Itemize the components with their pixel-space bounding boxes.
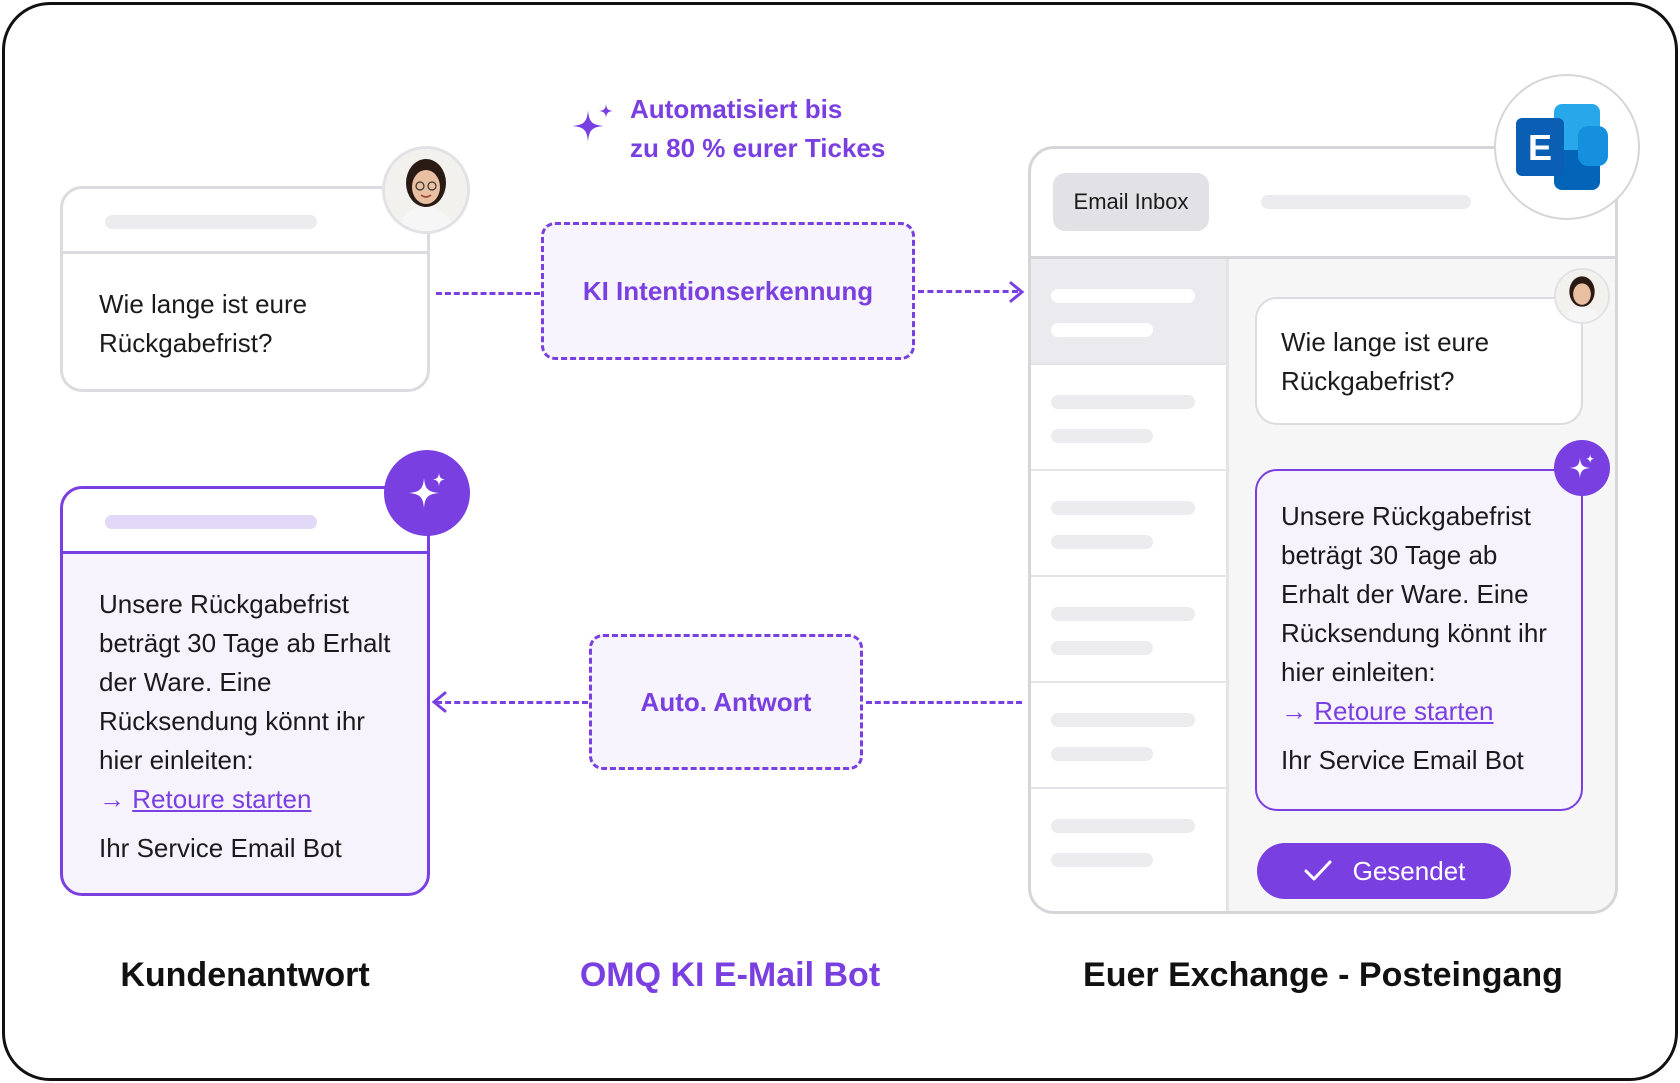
message-line: Wie lange ist eure [1281,323,1489,362]
message-line: Rücksendung könnt ihr [1281,614,1547,653]
email-inbox-window: Email Inbox Wi [1028,146,1618,914]
placeholder-bar [1051,395,1195,409]
person-icon [1556,270,1608,322]
list-item[interactable] [1031,259,1226,365]
placeholder-bar [105,515,317,529]
message-line: der Ware. Eine [99,663,391,702]
list-item[interactable] [1031,471,1226,577]
connector-line [918,290,1018,293]
caption-text: OMQ KI E-Mail Bot [580,956,880,994]
caption-customer: Kundenantwort [60,956,430,995]
message-line: Rückgabefrist? [99,324,307,363]
connector-line [436,701,588,704]
return-link-row: → Retoure starten [1281,692,1547,731]
incoming-mail-card: Wie lange ist eure Rückgabefrist? [1255,297,1583,425]
sent-button[interactable]: Gesendet [1257,843,1511,899]
intent-step-label: KI Intentionserkennung [583,276,873,307]
message-line: Unsere Rückgabefrist [1281,497,1547,536]
logo-letter: E [1528,127,1552,168]
list-item[interactable] [1031,365,1226,471]
caption-bot: OMQ KI E-Mail Bot [540,956,920,995]
auto-reply-step-label: Auto. Antwort [641,687,812,718]
placeholder-bar [1051,607,1195,621]
list-item[interactable] [1031,789,1226,895]
mail-reading-pane: Wie lange ist eure Rückgabefrist? Unsere… [1229,259,1615,911]
customer-avatar [382,146,470,234]
sparkle-icon [1565,451,1599,485]
caption-text: Kundenantwort [120,956,369,994]
arrow-right-icon: → [1281,696,1307,726]
placeholder-bar [1051,289,1195,303]
reply-message: Unsere Rückgabefrist beträgt 30 Tage ab … [1281,497,1547,780]
return-link-row: → Retoure starten [99,780,391,819]
placeholder-bar [1051,853,1153,867]
message-line: Rücksendung könnt ihr [99,702,391,741]
bot-reply-card: Unsere Rückgabefrist beträgt 30 Tage ab … [60,486,430,896]
exchange-logo-icon: E [1496,76,1638,218]
caption-text: Euer Exchange - Posteingang [1083,956,1563,994]
placeholder-bar [105,215,317,229]
auto-reply-step-box: Auto. Antwort [589,634,863,770]
headline-line-1: Automatisiert bis [630,90,885,129]
message-line: Unsere Rückgabefrist [99,585,391,624]
sent-label: Gesendet [1353,856,1466,887]
placeholder-bar [1051,747,1153,761]
headline: Automatisiert bis zu 80 % eurer Tickes [630,90,885,168]
signature: Ihr Service Email Bot [99,829,391,868]
placeholder-bar [1051,323,1153,337]
reply-draft-card: Unsere Rückgabefrist beträgt 30 Tage ab … [1255,469,1583,811]
message-line: hier einleiten: [1281,653,1547,692]
person-icon [385,149,467,231]
message-line: Erhalt der Ware. Eine [1281,575,1547,614]
sender-avatar [1554,268,1610,324]
signature: Ihr Service Email Bot [1281,741,1547,780]
tab-email-inbox[interactable]: Email Inbox [1053,173,1209,231]
customer-mail-card: Wie lange ist eure Rückgabefrist? [60,186,430,392]
checkmark-icon [1303,859,1333,883]
exchange-logo-circle: E [1494,74,1640,220]
bot-reply-message: Unsere Rückgabefrist beträgt 30 Tage ab … [99,585,391,868]
incoming-message: Wie lange ist eure Rückgabefrist? [1281,323,1489,401]
sparkle-icon [568,102,618,152]
list-item[interactable] [1031,577,1226,683]
placeholder-bar [1051,429,1153,443]
placeholder-bar [1051,713,1195,727]
arrow-right-icon [1008,280,1026,304]
ai-badge [1554,440,1610,496]
sparkle-icon [402,468,452,518]
message-line: Wie lange ist eure [99,285,307,324]
list-item[interactable] [1031,683,1226,789]
message-line: beträgt 30 Tage ab Erhalt [99,624,391,663]
connector-line [436,292,540,295]
placeholder-bar [1051,819,1195,833]
connector-line [866,701,1022,704]
caption-inbox: Euer Exchange - Posteingang [1028,956,1618,995]
placeholder-bar [1051,641,1153,655]
placeholder-bar [1261,195,1471,209]
return-link[interactable]: Retoure starten [132,784,311,814]
customer-message: Wie lange ist eure Rückgabefrist? [99,285,307,363]
card-header [63,489,427,554]
return-link[interactable]: Retoure starten [1314,696,1493,726]
card-header [63,189,427,254]
message-line: hier einleiten: [99,741,391,780]
ai-badge [384,450,470,536]
placeholder-bar [1051,535,1153,549]
mail-list [1031,259,1229,911]
intent-step-box: KI Intentionserkennung [541,222,915,360]
tab-label: Email Inbox [1074,189,1189,215]
headline-line-2: zu 80 % eurer Tickes [630,129,885,168]
arrow-right-icon: → [99,784,125,814]
placeholder-bar [1051,501,1195,515]
message-line: beträgt 30 Tage ab [1281,536,1547,575]
message-line: Rückgabefrist? [1281,362,1489,401]
